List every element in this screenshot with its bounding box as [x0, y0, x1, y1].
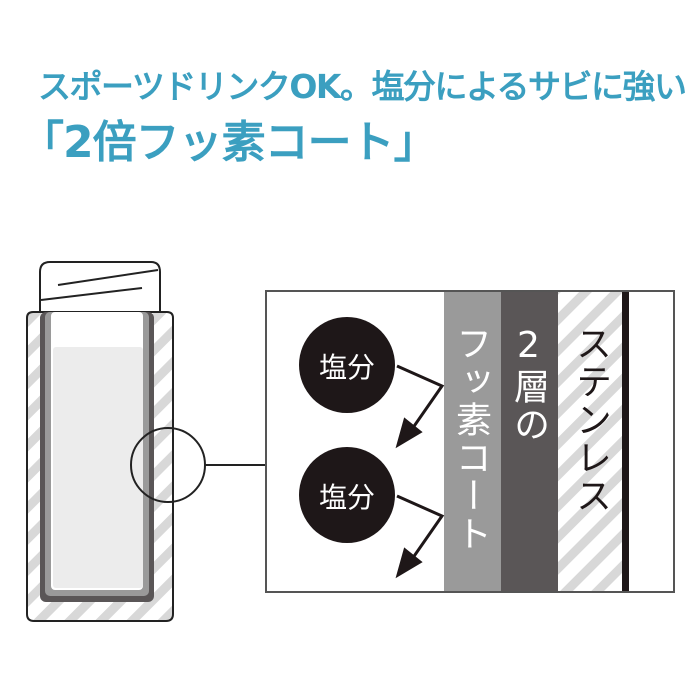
headline-line-2: 「2倍フッ素コート」	[20, 117, 438, 168]
arrow-icon	[395, 494, 445, 579]
layer-label-stainless: ステンレス	[570, 325, 611, 515]
magnifier-circle	[130, 427, 266, 503]
layer-label-fluorine: フッ素コート	[450, 325, 491, 553]
salt-circle-2	[299, 447, 395, 543]
arrow-icon	[395, 364, 445, 449]
bottle-body	[26, 311, 174, 622]
salt-label-1: 塩分	[318, 351, 375, 384]
salt-label-2: 塩分	[318, 481, 375, 514]
salt-circle-1	[299, 317, 395, 413]
headline-line-1: スポーツドリンクOK。塩分によるサビに強い	[38, 67, 687, 106]
layer-detail-panel	[265, 290, 675, 593]
bottle-cap	[39, 261, 161, 313]
layer-label-two-layer: 2層の	[508, 325, 549, 444]
